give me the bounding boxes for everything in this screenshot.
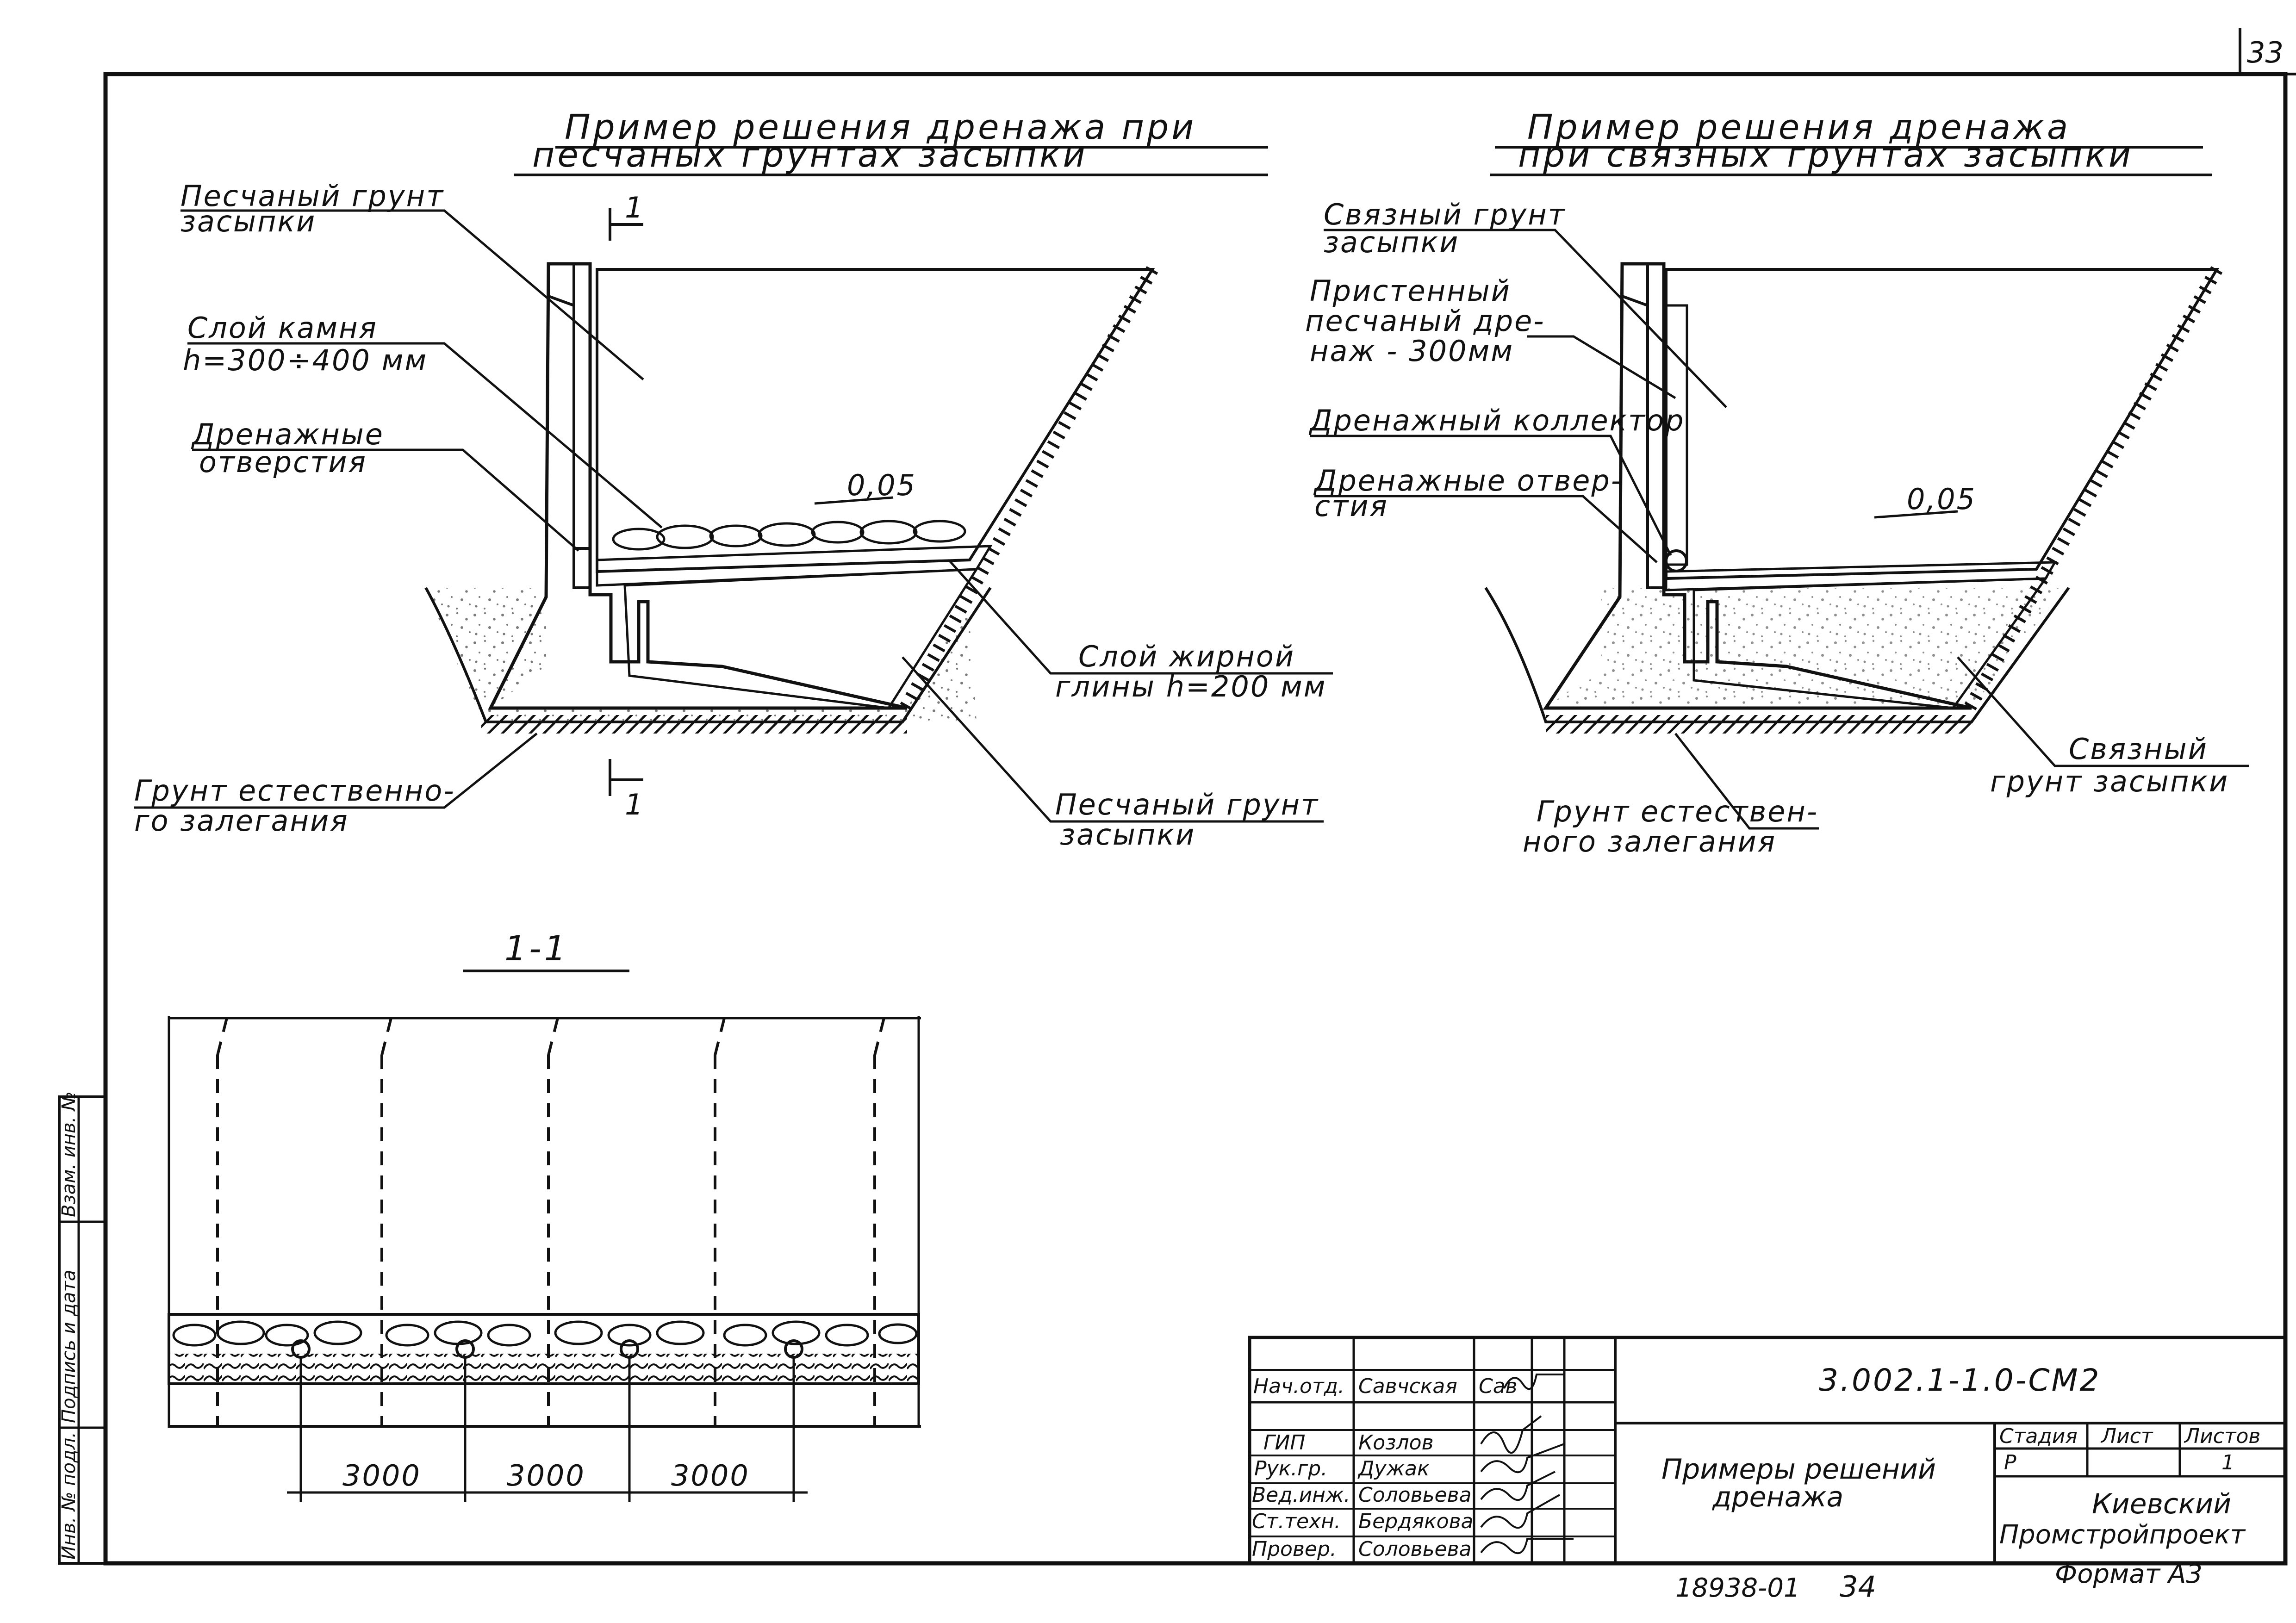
right-title-line1: Пример решения дренажа <box>1527 107 2071 147</box>
left-label-sand-bottom-2: засыпки <box>1060 818 1195 852</box>
tb-title-line1: Примеры решений <box>1661 1453 1936 1486</box>
right-label-walldrain-1: Пристенный <box>1310 274 1511 308</box>
org-line2: Промстройпроект <box>1999 1520 2246 1550</box>
left-label-stone-1: Слой камня <box>187 311 378 345</box>
role-0: Нач.отд. <box>1253 1374 1344 1398</box>
stamp-replace-inv: Взам. инв. № <box>58 1091 80 1217</box>
section-mark-bottom: 1 <box>625 788 644 821</box>
archive-number: 18938-01 <box>1675 1573 1800 1603</box>
name-0: Савчская <box>1358 1374 1457 1398</box>
left-label-holes-1: Дренажные <box>191 417 384 451</box>
signature-scribbles <box>1480 1374 1574 1555</box>
section-title: 1-1 <box>504 929 569 969</box>
right-wall-drain <box>1665 304 1688 566</box>
name-5: Соловьева <box>1358 1537 1472 1561</box>
sheet-frame: 33 <box>103 28 2296 1566</box>
format-label: Формат А3 <box>2055 1559 2203 1589</box>
side-stamp: Инв. № подл. Подпись и дата Взам. инв. № <box>58 1091 107 1565</box>
left-slope-label: 0,05 <box>847 468 916 502</box>
right-label-cohesive-right-1: Связный <box>2069 732 2208 766</box>
left-label-clay-1: Слой жирной <box>1078 640 1295 673</box>
section-stones <box>172 1320 918 1347</box>
left-sand-backfill <box>596 268 1155 573</box>
right-label-natural-1: Грунт естествен- <box>1537 795 1818 828</box>
stamp-signature-date: Подпись и дата <box>58 1270 80 1423</box>
left-label-sand-bottom-1: Песчаный грунт <box>1055 788 1319 821</box>
role-4: Ст.техн. <box>1252 1510 1341 1533</box>
role-3: Вед.инж. <box>1252 1483 1350 1507</box>
left-title-line2: песчаных грунтах засыпки <box>532 135 1088 175</box>
stage-header: Стадия <box>1999 1424 2078 1448</box>
tb-title-line2: дренажа <box>1712 1481 1843 1513</box>
role-5: Провер. <box>1252 1537 1337 1561</box>
stage-value: Р <box>2004 1451 2016 1474</box>
dimension-1: 3000 <box>342 1459 421 1492</box>
stamp-inv-podl: Инв. № подл. <box>58 1432 80 1560</box>
right-diagram: Пример решения дренажа при связных грунт… <box>1305 107 2249 858</box>
title-block: Нач.отд. Савчская Сав ГИП Козлов Рук.гр.… <box>1248 1336 2287 1565</box>
role-2: Рук.гр. <box>1254 1457 1327 1480</box>
document-code: 3.002.1-1.0-СМ2 <box>1819 1362 2101 1398</box>
right-label-natural-2: ного залегания <box>1523 825 1776 858</box>
left-diagram: Пример решения дренажа при песчаных грун… <box>134 107 1333 852</box>
left-title-line1: Пример решения дренажа при <box>565 107 1196 147</box>
left-label-sand-top-1: Песчаный грунт <box>180 179 444 213</box>
right-label-walldrain-2: песчаный дре- <box>1305 304 1545 338</box>
left-retaining-wall <box>488 262 908 710</box>
left-label-clay-2: глины h=200 мм <box>1055 670 1327 703</box>
role-1: ГИП <box>1263 1431 1306 1455</box>
right-label-cohesive-right-2: грунт засыпки <box>1990 765 2229 798</box>
name-2: Дужак <box>1357 1457 1430 1480</box>
dimension-3: 3000 <box>671 1459 750 1492</box>
org-line1: Киевский <box>2092 1488 2231 1520</box>
right-cohesive-backfill <box>1665 268 2220 580</box>
dimension-2: 3000 <box>507 1459 585 1492</box>
name-4: Бердякова <box>1358 1510 1473 1533</box>
right-ground-hatch <box>1546 715 1972 734</box>
left-label-stone-2: h=300÷400 мм <box>183 343 428 377</box>
right-label-cohesive-1: Связный грунт <box>1324 198 1566 231</box>
page-number: 34 <box>1840 1570 1876 1604</box>
left-stone-layer <box>612 520 966 551</box>
sheets-header: Листов <box>2184 1424 2260 1448</box>
right-title-line2: при связных грунтах засыпки <box>1518 135 2134 175</box>
right-label-holes-2: стия <box>1314 489 1388 523</box>
name-1: Козлов <box>1358 1431 1434 1455</box>
sheet-header: Лист <box>2100 1424 2153 1448</box>
left-ground-hatch <box>481 715 907 734</box>
name-3: Соловьева <box>1358 1483 1472 1507</box>
section-1-1: 1-1 <box>168 929 921 1502</box>
left-label-natural-1: Грунт естественно- <box>134 774 455 808</box>
section-mark-top: 1 <box>625 191 644 224</box>
sheets-value: 1 <box>2221 1451 2234 1474</box>
drain-collector-pipe <box>1665 549 1688 572</box>
sheet-number: 33 <box>2247 36 2284 69</box>
right-slope-label: 0,05 <box>1907 482 1976 516</box>
right-label-collector: Дренажный коллектор <box>1308 404 1685 437</box>
right-label-walldrain-3: наж - 300мм <box>1310 334 1514 368</box>
right-retaining-wall <box>1543 262 1972 710</box>
right-label-holes-1: Дренажные отвер- <box>1313 464 1623 497</box>
left-label-natural-2: го залегания <box>134 804 349 838</box>
